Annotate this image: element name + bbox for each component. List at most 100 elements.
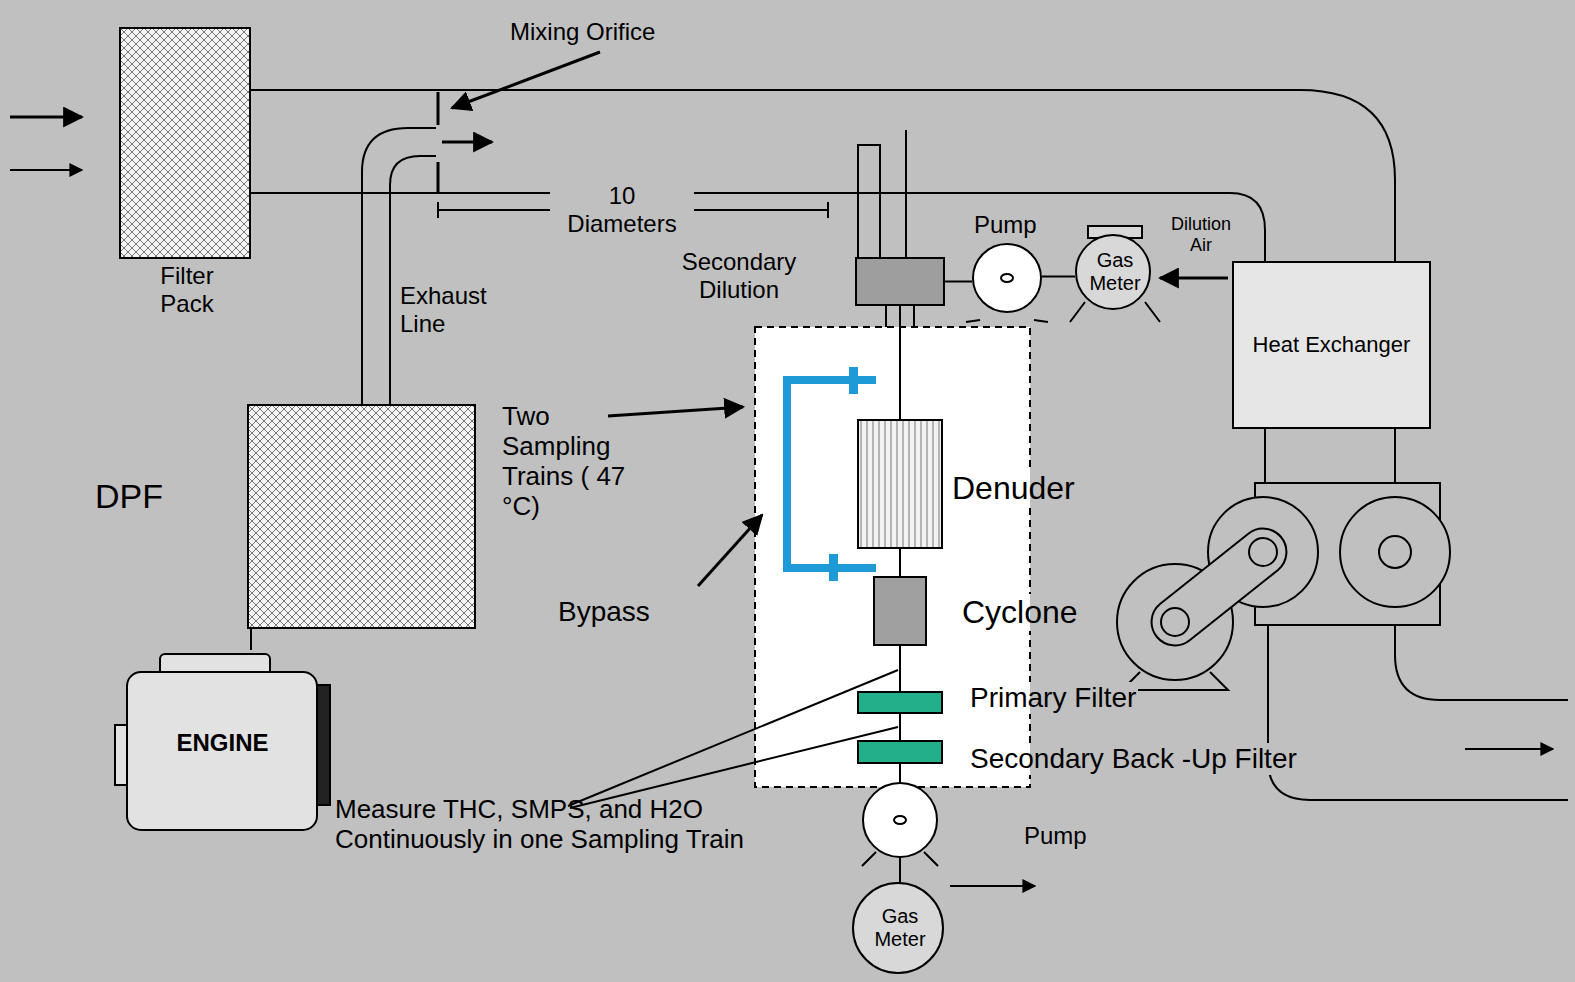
node-label: Heat Exchanger — [1253, 332, 1411, 357]
pipe-connector — [899, 763, 901, 782]
denuder-outline — [858, 420, 942, 548]
node-label: Filter Pack — [130, 262, 244, 317]
annotation-label: Mixing Orifice — [508, 18, 712, 46]
cyclone-outline — [874, 577, 926, 645]
node-label: Pump — [1022, 822, 1089, 850]
pipe-connector — [899, 645, 901, 692]
cyclone: Cyclone — [874, 577, 926, 645]
secondary-dilution-box-outline — [856, 258, 944, 305]
pipe-connector — [899, 858, 901, 882]
gas-meter-shape — [853, 883, 943, 973]
pipe-connector — [1042, 276, 1075, 278]
sampling-probe — [905, 130, 907, 258]
node-text-box: Gas Meter — [1075, 234, 1155, 310]
denuder: Denuder — [858, 420, 942, 548]
pump-symbol: Pump — [862, 782, 938, 858]
pulley — [1249, 538, 1277, 566]
backup-filter: Secondary Back -Up Filter — [858, 741, 942, 763]
dimension-tick — [437, 202, 439, 218]
filter-pack: Filter Pack — [120, 28, 250, 258]
gas-meter-shape — [1076, 235, 1150, 309]
duct — [1268, 625, 1568, 800]
pump-rotor — [1001, 274, 1013, 282]
gas-meter: Gas Meter — [852, 882, 948, 974]
pump-symbol-shape — [863, 783, 937, 857]
dpf-outline — [248, 405, 475, 628]
node-label: Gas Meter — [1082, 249, 1148, 295]
dimension-tick — [827, 202, 829, 218]
pipe-connector — [250, 628, 252, 650]
filter-pack-shape — [120, 28, 250, 258]
denuder-shape — [858, 420, 942, 548]
cyclone-shape — [874, 577, 926, 645]
exhaust-pipe — [362, 128, 436, 405]
node-label: Secondary Back -Up Filter — [968, 743, 1299, 775]
dpf-shape — [248, 405, 475, 628]
flow-arrow — [950, 885, 1035, 887]
node-label: Pump — [972, 211, 1039, 239]
node-text-box: Heat Exchanger — [1233, 262, 1430, 428]
engine-body — [115, 654, 330, 830]
node-text-box: ENGINE — [115, 650, 330, 835]
secondary-dilution-box: Secondary Dilution — [856, 258, 944, 305]
inlet-arrow — [10, 169, 82, 171]
orifice-plate — [437, 162, 440, 192]
blower-hub — [1379, 536, 1411, 568]
drive-belt — [1152, 529, 1287, 646]
flow-arrow — [442, 141, 492, 144]
node-label: Secondary Dilution — [662, 248, 816, 303]
orifice-plate — [437, 92, 440, 125]
heat-exchanger-shape — [1233, 262, 1430, 428]
exhaust-pipe — [390, 156, 436, 405]
primary-filter-shape — [858, 692, 942, 713]
annotation-label: Bypass — [556, 596, 680, 628]
annotation-label: Exhaust Line — [398, 282, 512, 337]
tunnel-wall — [250, 90, 1395, 262]
node-label: ENGINE — [176, 729, 268, 757]
pipe-connector — [899, 713, 901, 741]
node-label: Gas Meter — [859, 905, 941, 951]
pipe-connector — [899, 548, 901, 577]
primary-filter: Primary Filter — [858, 692, 942, 713]
flow-arrow — [1160, 277, 1228, 280]
sampling-probe — [858, 145, 880, 258]
node-label: Denuder — [950, 470, 1077, 507]
node-text-box: Gas Meter — [852, 882, 948, 974]
pump-symbol-outline — [862, 782, 938, 858]
annotation-label: Dilution Air — [1160, 214, 1242, 255]
primary-filter-outline — [858, 692, 942, 713]
dpf: DPF — [248, 405, 475, 628]
node-label: Primary Filter — [968, 682, 1138, 714]
leader-line — [452, 52, 600, 108]
annotation-label: Two Sampling Trains ( 47 °C) — [500, 402, 654, 522]
pump-rotor — [894, 816, 906, 824]
filter-pack-outline — [120, 28, 250, 258]
pump-symbol-shape — [973, 244, 1041, 312]
pipe-connector — [899, 305, 901, 420]
backup-filter-shape — [858, 741, 942, 763]
duct — [1394, 428, 1396, 483]
leader-line — [568, 670, 898, 806]
blower — [1340, 497, 1450, 607]
backup-filter-outline — [858, 741, 942, 763]
leader-line — [698, 515, 762, 586]
engine: ENGINE — [115, 650, 330, 835]
pulley — [1161, 608, 1189, 636]
bypass-valve — [830, 555, 837, 580]
pump-base — [966, 320, 1048, 322]
node-label: Cyclone — [960, 594, 1080, 631]
pipe-connector — [944, 281, 972, 283]
pump-symbol: Pump — [972, 243, 1042, 313]
inlet-arrow — [10, 116, 82, 119]
gas-meter: Gas Meter — [1075, 234, 1155, 310]
node-label: DPF — [93, 477, 165, 516]
leader-line — [608, 407, 743, 416]
secondary-dilution-box-shape — [856, 258, 944, 305]
flow-arrow — [1465, 748, 1553, 750]
bypass-valve — [850, 368, 857, 393]
annotation-label: 10 Diameters — [550, 182, 694, 237]
duct — [1264, 428, 1266, 483]
pump-symbol-outline — [972, 243, 1042, 313]
sampling-train-box — [755, 327, 1030, 787]
